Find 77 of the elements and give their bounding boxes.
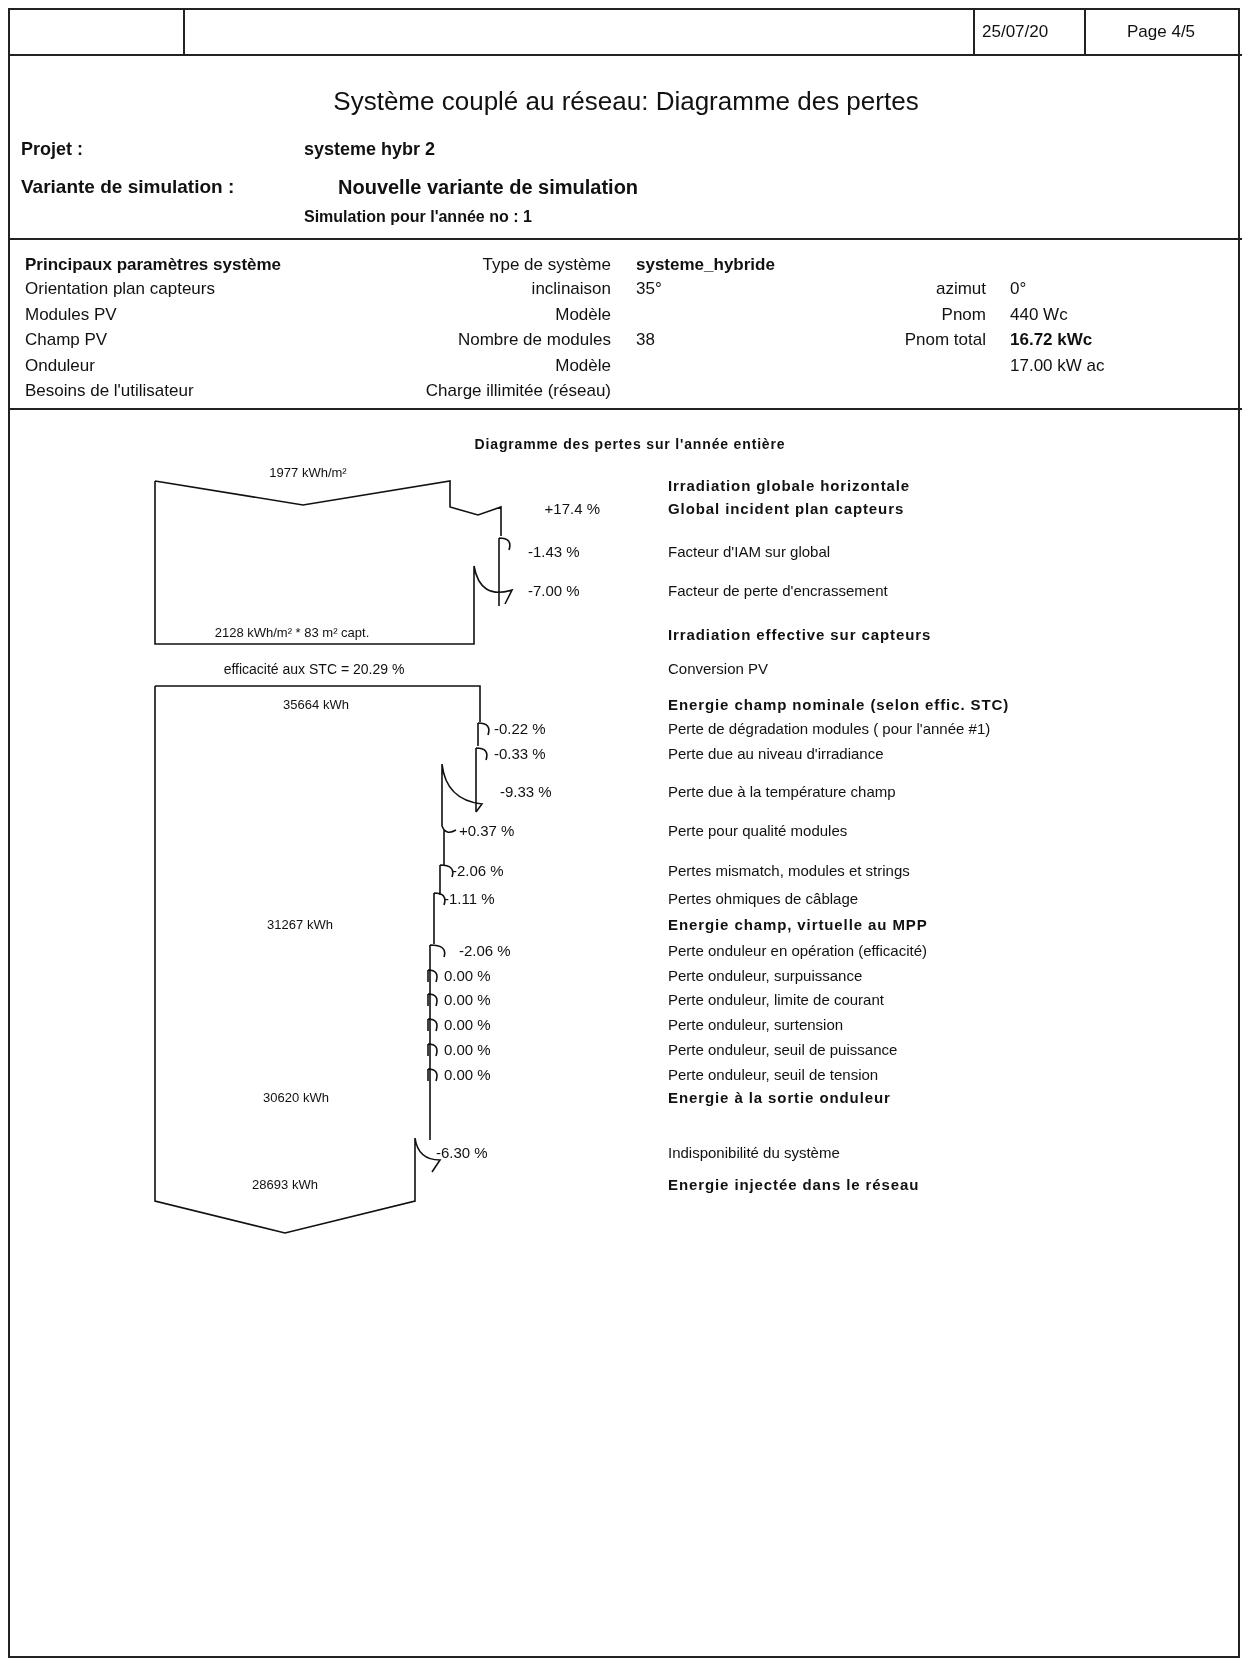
loss-description: Perte onduleur, surpuissance [668,967,863,985]
parameter-value: systeme_hybride [636,255,775,275]
energy-value: 28693 kWh [252,1177,318,1193]
loss-description: Pertes mismatch, modules et strings [668,862,910,880]
flow-stage-label: Energie à la sortie onduleur [668,1089,891,1107]
loss-percentage: -0.33 % [494,745,546,763]
field-value: systeme hybr 2 [304,138,436,160]
parameter-value: 0° [1010,279,1027,299]
energy-value: 1977 kWh/m² [269,465,347,481]
loss-percentage: -7.00 % [528,582,580,600]
parameter-name: Besoins de l'utilisateur [25,381,194,401]
loss-description: Perte due à la température champ [668,783,896,801]
parameter-label: Nombre de modules [457,330,611,350]
conversion-label: Conversion PV [668,660,769,678]
flow-stage-label: Irradiation globale horizontale [668,477,911,495]
flow-stage-label: Energie champ nominale (selon effic. STC) [668,696,1010,714]
field-label: Variante de simulation : [21,176,235,198]
loss-percentage: -0.22 % [494,720,546,738]
loss-description: Perte onduleur, limite de courant [668,991,884,1009]
parameter-value: 38 [636,330,655,350]
loss-description: Perte due au niveau d'irradiance [668,745,884,763]
parameter-label: Modèle [555,305,611,325]
field-value: Simulation pour l'année no : 1 [304,207,532,227]
flow-stage-label: Global incident plan capteurs [668,500,905,518]
loss-description: Facteur d'IAM sur global [668,543,831,561]
energy-value: 35664 kWh [283,697,349,713]
loss-description: Perte onduleur, surtension [668,1016,844,1034]
parameter-name: Modules PV [25,305,117,325]
parameter-label: azimut [935,279,986,299]
energy-value: 31267 kWh [267,917,333,933]
loss-description: Pertes ohmiques de câblage [668,890,859,908]
loss-percentage: -9.33 % [500,783,552,801]
gain-percentage: +17.4 % [544,500,600,518]
loss-description: Facteur de perte d'encrassement [668,582,888,600]
loss-description: Perte onduleur en opération (efficacité) [668,942,928,960]
loss-percentage: 0.00 % [444,967,491,985]
loss-percentage: -1.11 % [444,890,495,908]
parameter-value: 17.00 kW ac [1010,356,1105,376]
gain-description: Perte pour qualité modules [668,822,848,840]
chart-subtitle: Diagramme des pertes sur l'année entière [474,435,786,453]
loss-description: Perte onduleur, seuil de puissance [668,1041,898,1059]
flow-stage-label: Irradiation effective sur capteurs [668,626,932,644]
loss-percentage: 0.00 % [444,991,491,1009]
parameter-label: Type de système [482,255,611,275]
loss-percentage: -2.06 % [452,862,504,880]
parameter-label: inclinaison [531,279,611,299]
parameter-name: Onduleur [25,356,95,376]
loss-percentage: -1.43 % [528,543,580,561]
section-heading: Principaux paramètres système [25,255,282,275]
page-number: Page 4/5 [1127,22,1196,42]
parameter-name: Orientation plan capteurs [25,279,215,299]
parameter-value: Charge illimitée (réseau) [425,381,611,401]
loss-description: Indisponibilité du système [668,1144,840,1162]
loss-percentage: 0.00 % [444,1016,491,1034]
parameter-value: 440 Wc [1010,305,1068,325]
parameter-label: Pnom [941,305,986,325]
field-value: Nouvelle variante de simulation [338,175,639,199]
field-label: Projet : [21,138,83,160]
flow-stage-label: Energie injectée dans le réseau [668,1176,920,1194]
efficiency-value: efficacité aux STC = 20.29 % [223,660,405,678]
flow-stage-label: Energie champ, virtuelle au MPP [668,916,928,934]
energy-value: 2128 kWh/m² * 83 m² capt. [214,625,370,641]
page-title: Système couplé au réseau: Diagramme des pertes [332,86,920,117]
report-date: 25/07/20 [982,22,1049,42]
parameter-label: Modèle [555,356,611,376]
gain-percentage: +0.37 % [459,822,515,840]
loss-percentage: -6.30 % [436,1144,488,1162]
loss-percentage: -2.06 % [459,942,511,960]
energy-value: 30620 kWh [263,1090,329,1106]
parameter-value: 16.72 kWc [1010,330,1093,350]
loss-percentage: 0.00 % [444,1041,491,1059]
parameter-label: Pnom total [904,330,986,350]
parameter-value: 35° [636,279,662,299]
loss-description: Perte onduleur, seuil de tension [668,1066,879,1084]
loss-description: Perte de dégradation modules ( pour l'année #1) [668,720,991,738]
loss-percentage: 0.00 % [444,1066,491,1084]
parameter-name: Champ PV [25,330,108,350]
